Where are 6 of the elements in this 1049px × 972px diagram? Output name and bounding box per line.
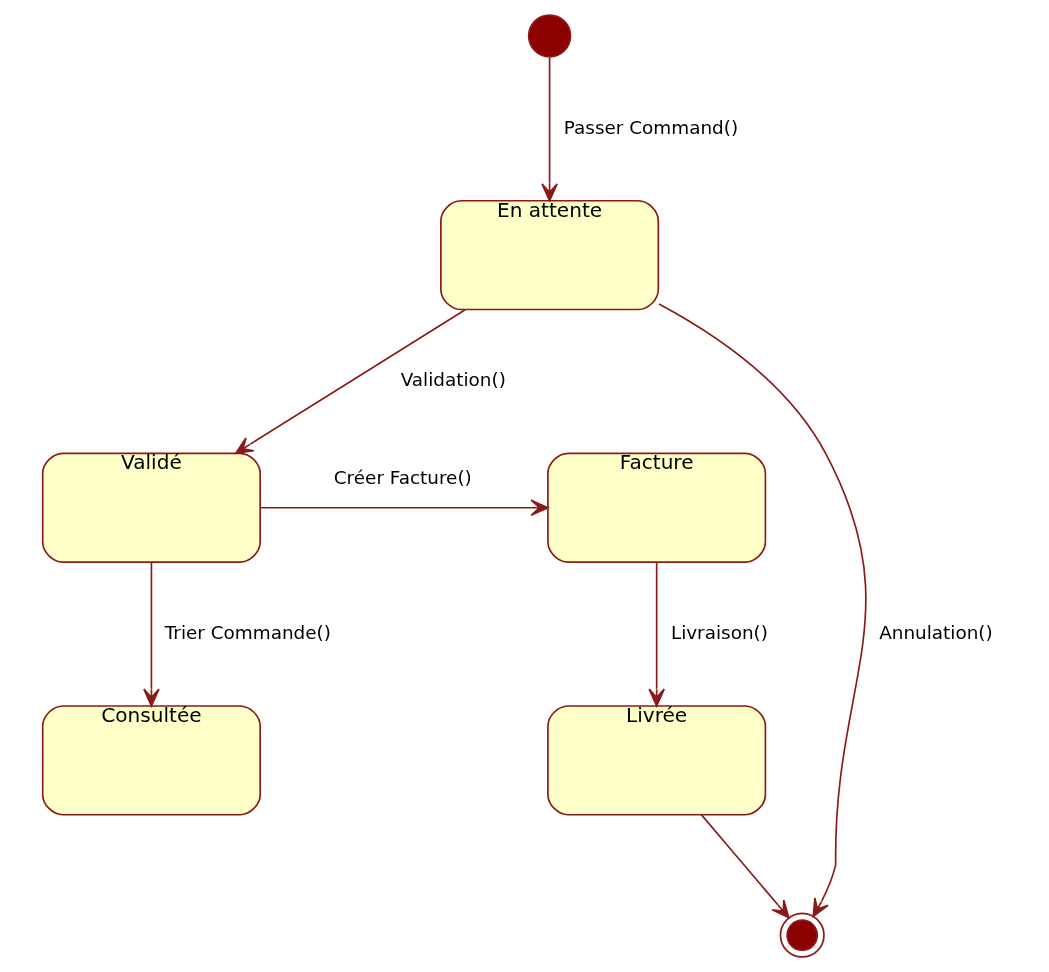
edge-label: Créer Facture() [333,466,472,488]
edge-label: Trier Commande() [164,621,331,643]
edge-label: Passer Command() [563,116,739,138]
edge-label: Annulation() [879,621,993,643]
edge-label: Validation() [400,369,506,391]
edge-label: Livraison() [670,621,768,643]
